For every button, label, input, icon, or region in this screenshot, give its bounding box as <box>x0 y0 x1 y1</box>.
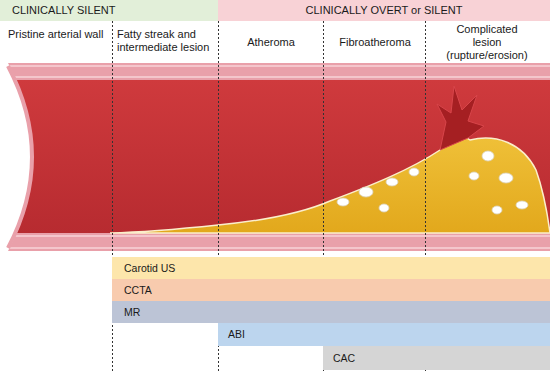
wall-layer-line <box>0 65 550 67</box>
modality-band: MR <box>112 301 550 323</box>
header-text: CLINICALLY SILENT <box>12 2 206 19</box>
vessel-opening <box>0 63 33 251</box>
calcium-nodule <box>499 173 513 183</box>
thrombus <box>437 86 484 150</box>
stage-label: Fatty streak and intermediate lesion <box>117 28 217 54</box>
header-band: CLINICALLY SILENT <box>0 0 218 21</box>
modality-name: CCTA <box>124 282 538 299</box>
calcium-nodule <box>492 206 502 214</box>
modality-name: ABI <box>228 326 540 343</box>
vessel-lumen <box>0 80 550 233</box>
stage-label: Atheroma <box>222 36 320 49</box>
modality-band: CAC <box>323 346 550 370</box>
stage-label: Pristine arterial wall <box>8 28 108 41</box>
calcium-nodule <box>386 178 398 186</box>
vessel-rim <box>8 66 32 248</box>
calcium-nodule <box>337 198 349 206</box>
modality-name: Carotid US <box>124 260 538 277</box>
vessel-wall-bottom <box>0 233 550 251</box>
calcium-nodule <box>409 168 419 176</box>
modality-band: Carotid US <box>112 257 550 279</box>
stage-label: Fibroatheroma <box>327 36 423 49</box>
vessel-wall-top <box>0 63 550 80</box>
calcium-nodules <box>337 151 528 214</box>
header-text: CLINICALLY OVERT or SILENT <box>224 2 544 19</box>
wall-layer-line <box>0 76 550 78</box>
calcium-nodule <box>482 151 494 161</box>
stage-label: Complicated lesion (rupture/erosion) <box>441 23 533 62</box>
modality-name: MR <box>124 304 538 321</box>
calcium-nodule <box>516 201 528 209</box>
header-band: CLINICALLY OVERT or SILENT <box>218 0 550 21</box>
modality-name: CAC <box>333 350 540 367</box>
modality-band: CCTA <box>112 279 550 301</box>
modality-band: ABI <box>218 323 550 346</box>
wall-layer-line <box>0 247 550 249</box>
wall-layer-line <box>0 235 550 237</box>
calcium-nodule <box>379 204 389 212</box>
calcium-nodule <box>359 187 373 197</box>
calcium-nodule <box>469 172 479 180</box>
plaque <box>110 130 550 233</box>
